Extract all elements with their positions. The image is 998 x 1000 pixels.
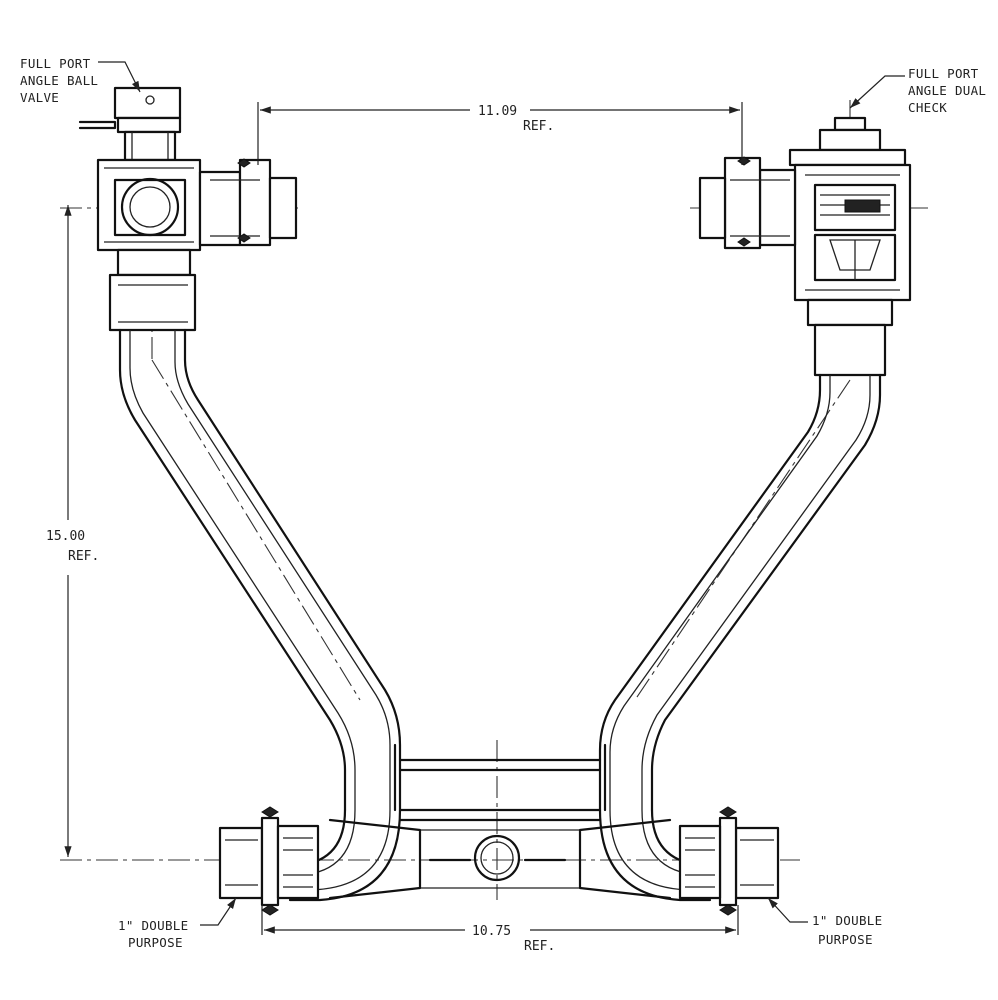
- dim-height-ref: REF.: [68, 549, 99, 564]
- right-double-purpose-coupling: [678, 806, 780, 916]
- callout-double-purpose-right: 1" DOUBLE PURPOSE: [767, 897, 882, 947]
- angle-dual-check: [698, 116, 912, 377]
- dimension-top-width: 11.09 REF.: [257, 102, 743, 165]
- dim-height-value: 15.00: [46, 529, 85, 544]
- callout-ball-valve-line-1: FULL PORT: [20, 56, 91, 71]
- callout-dp-left-line-2: PURPOSE: [128, 935, 183, 950]
- left-double-purpose-coupling: [218, 806, 320, 916]
- callout-dual-check: FULL PORT ANGLE DUAL CHECK: [849, 66, 986, 115]
- callout-dp-right-line-1: 1" DOUBLE: [812, 913, 882, 928]
- bottom-manifold: [328, 743, 672, 900]
- dim-bottom-value: 10.75: [472, 924, 511, 939]
- dimension-height: 15.00 REF.: [46, 205, 99, 857]
- callout-dp-right-line-2: PURPOSE: [818, 932, 873, 947]
- callout-dp-left-line-1: 1" DOUBLE: [118, 918, 188, 933]
- callout-ball-valve: FULL PORT ANGLE BALL VALVE: [20, 56, 141, 105]
- callout-ball-valve-line-3: VALVE: [20, 90, 59, 105]
- dim-bottom-ref: REF.: [524, 939, 555, 954]
- callout-double-purpose-left: 1" DOUBLE PURPOSE: [118, 897, 237, 950]
- callout-dual-check-line-3: CHECK: [908, 100, 947, 115]
- callout-dual-check-line-1: FULL PORT: [908, 66, 979, 81]
- dim-top-ref: REF.: [523, 119, 554, 134]
- angle-ball-valve: [78, 86, 298, 332]
- dim-top-value: 11.09: [478, 104, 517, 119]
- dimension-bottom-width: 10.75 REF.: [261, 905, 739, 954]
- left-riser-pipe: [118, 328, 402, 902]
- right-riser-pipe: [598, 373, 882, 902]
- callout-dual-check-line-2: ANGLE DUAL: [908, 83, 986, 98]
- callout-ball-valve-line-2: ANGLE BALL: [20, 73, 98, 88]
